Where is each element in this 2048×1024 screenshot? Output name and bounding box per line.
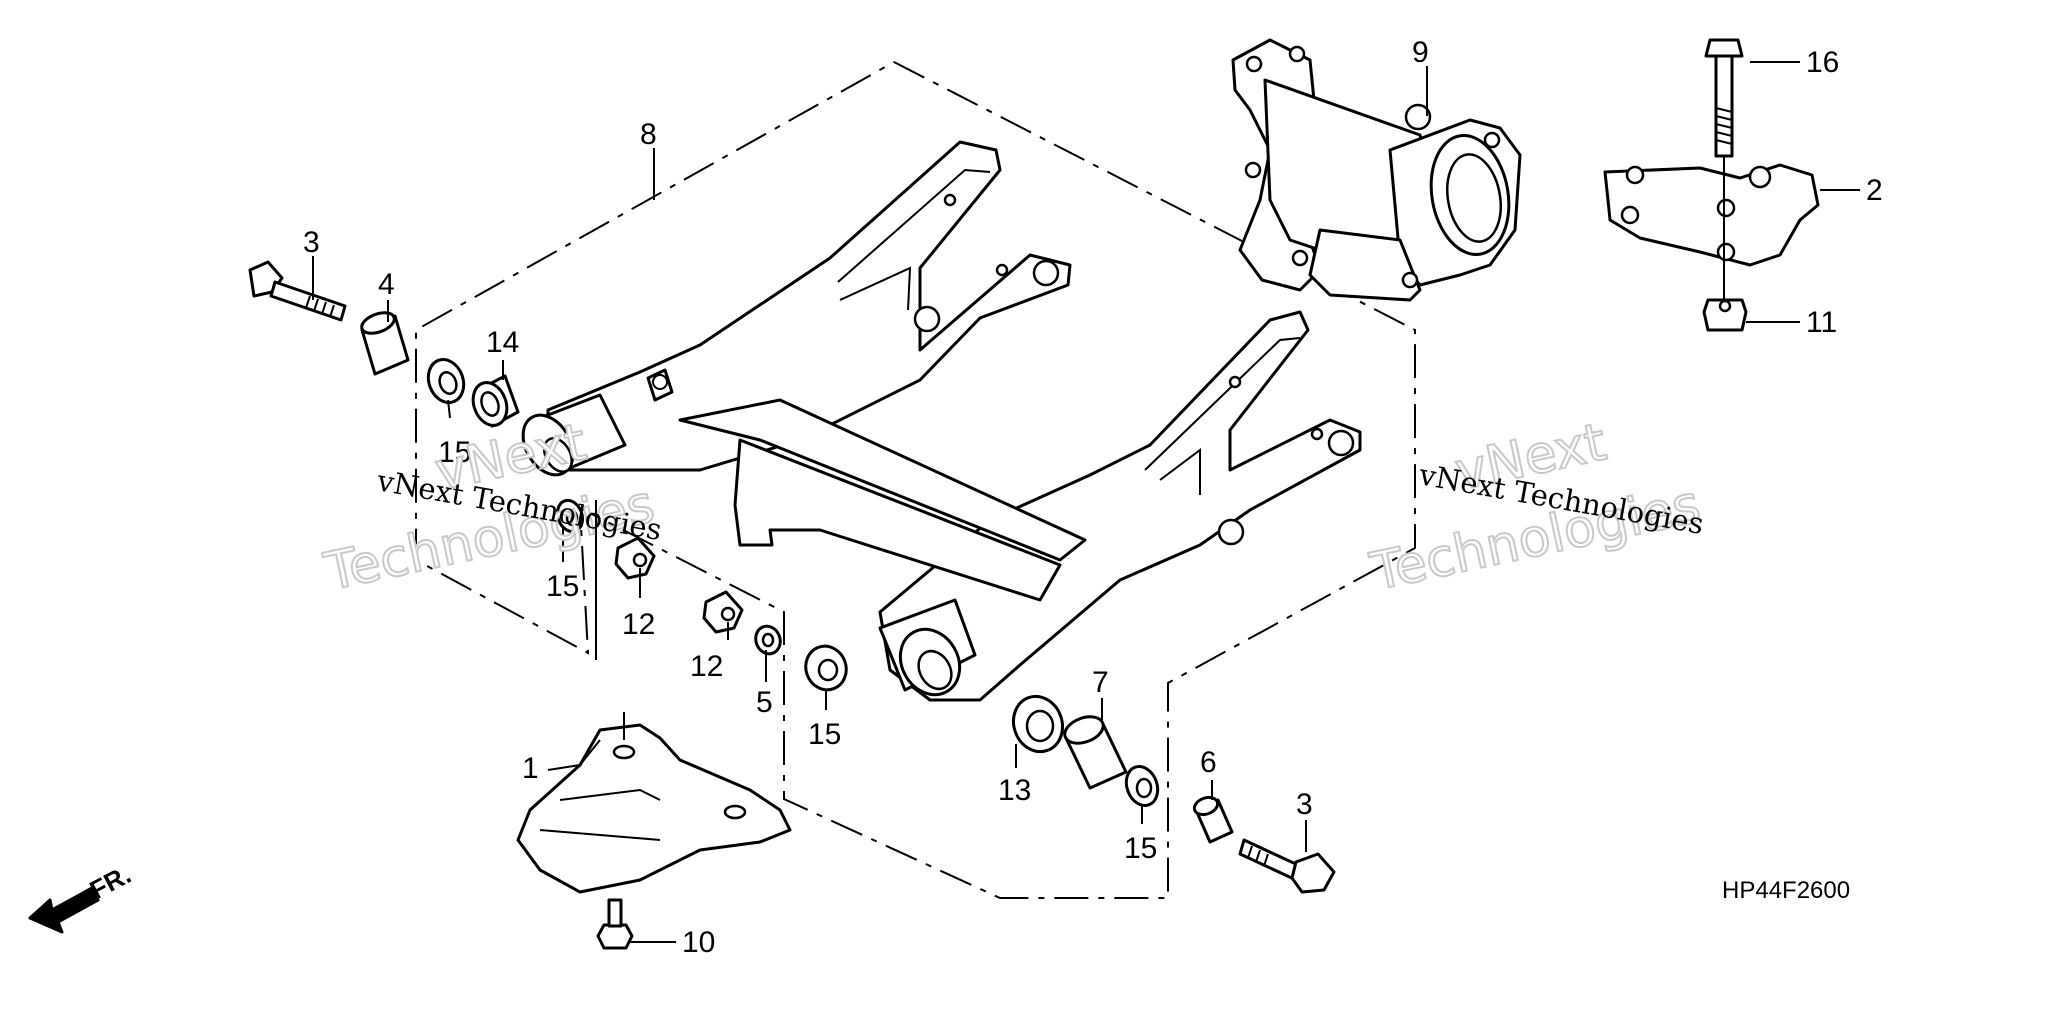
collar-4: [360, 311, 410, 376]
callout-3-right: 3: [1296, 788, 1313, 821]
bolt-3-right: [1238, 838, 1336, 894]
skid-plate: [516, 723, 792, 894]
bearing-13: [1011, 694, 1065, 754]
bearing-holder: [1231, 38, 1522, 302]
callout-15-left: 15: [546, 570, 579, 603]
callout-11: 11: [1806, 306, 1837, 339]
flange-nut-11: [1702, 298, 1748, 332]
nut-12-first: [614, 536, 656, 580]
bearing-14: [471, 374, 520, 428]
callout-8: 8: [640, 118, 657, 151]
callout-4: 4: [378, 268, 395, 301]
bearing-15-center: [804, 644, 848, 692]
callout-9: 9: [1412, 36, 1429, 69]
watermarks: Technologies vNext vNext Technologies Te…: [318, 411, 1706, 603]
callout-10: 10: [682, 926, 715, 959]
leader-lines: [312, 61, 1860, 943]
callout-1: 1: [522, 752, 539, 785]
callout-5: 5: [756, 686, 773, 719]
callout-14: 14: [486, 326, 519, 359]
bearing-15-left: [555, 498, 585, 534]
bolt-16: [1704, 38, 1744, 158]
swingarm: [521, 140, 1362, 702]
assembly-boundary: [415, 61, 1416, 899]
callout-15-upper: 15: [438, 436, 471, 469]
part-code: HP44F2600: [1722, 877, 1850, 904]
callout-6: 6: [1200, 746, 1217, 779]
bracket-plate: [1603, 163, 1820, 267]
bearing-15-upper: [426, 358, 466, 404]
callout-15-center: 15: [808, 718, 841, 751]
callout-labels: 8 3 4 14 15 15 12 12 5 15 13 7 15 6 3 9 …: [303, 36, 1883, 959]
callout-12-first: 12: [622, 608, 655, 641]
callout-13: 13: [998, 774, 1031, 807]
callout-2: 2: [1866, 174, 1883, 207]
collar-7: [1063, 715, 1128, 790]
callout-7: 7: [1092, 666, 1109, 699]
callout-16: 16: [1806, 46, 1839, 79]
washer-5: [754, 624, 782, 656]
bolt-10: [596, 898, 634, 950]
callout-12-second: 12: [690, 650, 723, 683]
front-direction-arrow: FR.: [28, 859, 136, 934]
bolt-3-left: [248, 260, 347, 322]
collar-6: [1192, 795, 1234, 844]
callout-15-right: 15: [1124, 832, 1157, 865]
nut-12-second: [702, 590, 744, 634]
bearing-15-right: [1124, 765, 1160, 807]
callout-3-left: 3: [303, 226, 320, 259]
